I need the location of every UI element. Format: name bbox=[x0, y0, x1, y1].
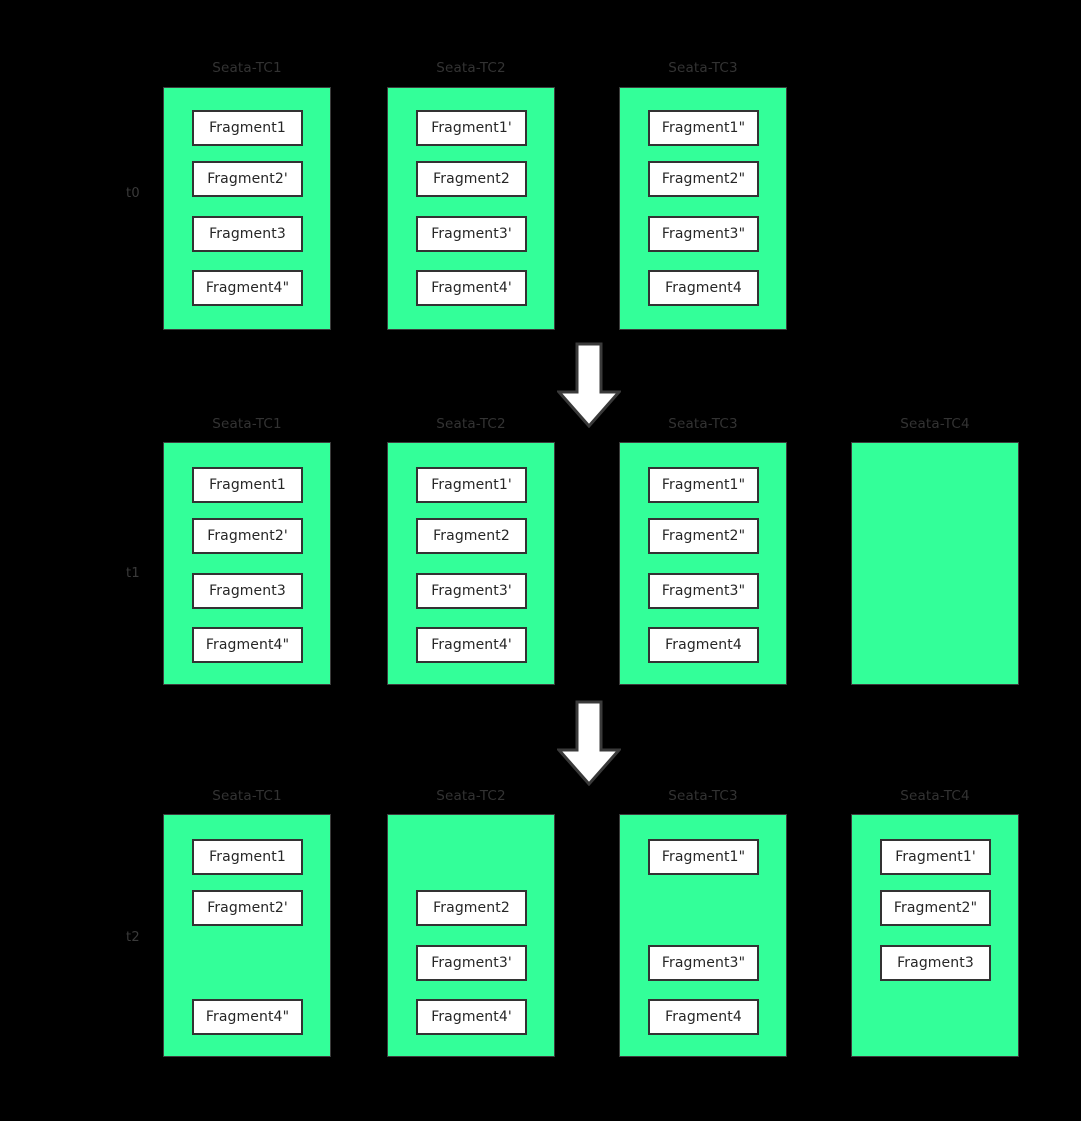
flow-arrow-down-icon bbox=[557, 342, 621, 428]
fragment-box[interactable]: Fragment1" bbox=[648, 839, 759, 875]
tc-panel-t2-tc2[interactable]: Fragment2 Fragment3' Fragment4' bbox=[387, 814, 555, 1057]
fragment-box[interactable]: Fragment1 bbox=[192, 839, 303, 875]
fragment-box[interactable]: Fragment4 bbox=[648, 627, 759, 663]
tc-panel-t1-tc3[interactable]: Fragment1" Fragment2" Fragment3" Fragmen… bbox=[619, 442, 787, 685]
fragment-box[interactable]: Fragment2" bbox=[648, 518, 759, 554]
fragment-box[interactable]: Fragment2 bbox=[416, 518, 527, 554]
tc-panel-t0-tc3[interactable]: Fragment1" Fragment2" Fragment3" Fragmen… bbox=[619, 87, 787, 330]
tc-panel-t0-tc2[interactable]: Fragment1' Fragment2 Fragment3' Fragment… bbox=[387, 87, 555, 330]
fragment-box[interactable]: Fragment2' bbox=[192, 890, 303, 926]
tc-header-t0-tc3: Seata-TC3 bbox=[668, 60, 738, 76]
fragment-box[interactable]: Fragment2 bbox=[416, 890, 527, 926]
fragment-box[interactable]: Fragment3' bbox=[416, 216, 527, 252]
fragment-box[interactable]: Fragment2" bbox=[648, 161, 759, 197]
time-label-t2: t2 bbox=[126, 930, 140, 945]
fragment-box[interactable]: Fragment3" bbox=[648, 573, 759, 609]
fragment-box[interactable]: Fragment4' bbox=[416, 627, 527, 663]
tc-header-t1-tc4: Seata-TC4 bbox=[900, 416, 970, 432]
fragment-box[interactable]: Fragment4" bbox=[192, 270, 303, 306]
fragment-box[interactable]: Fragment4' bbox=[416, 270, 527, 306]
tc-header-t2-tc4: Seata-TC4 bbox=[900, 788, 970, 804]
fragment-box[interactable]: Fragment4" bbox=[192, 999, 303, 1035]
fragment-box[interactable]: Fragment3 bbox=[192, 216, 303, 252]
fragment-box[interactable]: Fragment3' bbox=[416, 573, 527, 609]
fragment-box[interactable]: Fragment1" bbox=[648, 110, 759, 146]
flow-arrow-down-icon bbox=[557, 700, 621, 786]
fragment-box[interactable]: Fragment3' bbox=[416, 945, 527, 981]
fragment-box[interactable]: Fragment3" bbox=[648, 216, 759, 252]
tc-panel-t1-tc4[interactable] bbox=[851, 442, 1019, 685]
tc-header-t1-tc1: Seata-TC1 bbox=[212, 416, 282, 432]
tc-panel-t2-tc1[interactable]: Fragment1 Fragment2' Fragment4" bbox=[163, 814, 331, 1057]
fragment-box[interactable]: Fragment3 bbox=[880, 945, 991, 981]
fragment-box[interactable]: Fragment1' bbox=[880, 839, 991, 875]
fragment-box[interactable]: Fragment1" bbox=[648, 467, 759, 503]
fragment-box[interactable]: Fragment1 bbox=[192, 467, 303, 503]
fragment-box[interactable]: Fragment3" bbox=[648, 945, 759, 981]
fragment-box[interactable]: Fragment2 bbox=[416, 161, 527, 197]
fragment-box[interactable]: Fragment2" bbox=[880, 890, 991, 926]
tc-header-t1-tc2: Seata-TC2 bbox=[436, 416, 506, 432]
fragment-box[interactable]: Fragment1' bbox=[416, 467, 527, 503]
fragment-box[interactable]: Fragment2' bbox=[192, 518, 303, 554]
tc-header-t2-tc3: Seata-TC3 bbox=[668, 788, 738, 804]
tc-panel-t2-tc3[interactable]: Fragment1" Fragment3" Fragment4 bbox=[619, 814, 787, 1057]
fragment-box[interactable]: Fragment1' bbox=[416, 110, 527, 146]
fragment-box[interactable]: Fragment4 bbox=[648, 270, 759, 306]
fragment-box[interactable]: Fragment4" bbox=[192, 627, 303, 663]
tc-header-t0-tc2: Seata-TC2 bbox=[436, 60, 506, 76]
fragment-box[interactable]: Fragment4 bbox=[648, 999, 759, 1035]
fragment-box[interactable]: Fragment4' bbox=[416, 999, 527, 1035]
fragment-box[interactable]: Fragment1 bbox=[192, 110, 303, 146]
fragment-box[interactable]: Fragment2' bbox=[192, 161, 303, 197]
tc-header-t1-tc3: Seata-TC3 bbox=[668, 416, 738, 432]
tc-panel-t2-tc4[interactable]: Fragment1' Fragment2" Fragment3 bbox=[851, 814, 1019, 1057]
tc-header-t0-tc1: Seata-TC1 bbox=[212, 60, 282, 76]
tc-panel-t0-tc1[interactable]: Fragment1 Fragment2' Fragment3 Fragment4… bbox=[163, 87, 331, 330]
fragment-box[interactable]: Fragment3 bbox=[192, 573, 303, 609]
tc-panel-t1-tc2[interactable]: Fragment1' Fragment2 Fragment3' Fragment… bbox=[387, 442, 555, 685]
tc-header-t2-tc2: Seata-TC2 bbox=[436, 788, 506, 804]
time-label-t0: t0 bbox=[126, 186, 140, 201]
time-label-t1: t1 bbox=[126, 566, 140, 581]
tc-panel-t1-tc1[interactable]: Fragment1 Fragment2' Fragment3 Fragment4… bbox=[163, 442, 331, 685]
tc-header-t2-tc1: Seata-TC1 bbox=[212, 788, 282, 804]
